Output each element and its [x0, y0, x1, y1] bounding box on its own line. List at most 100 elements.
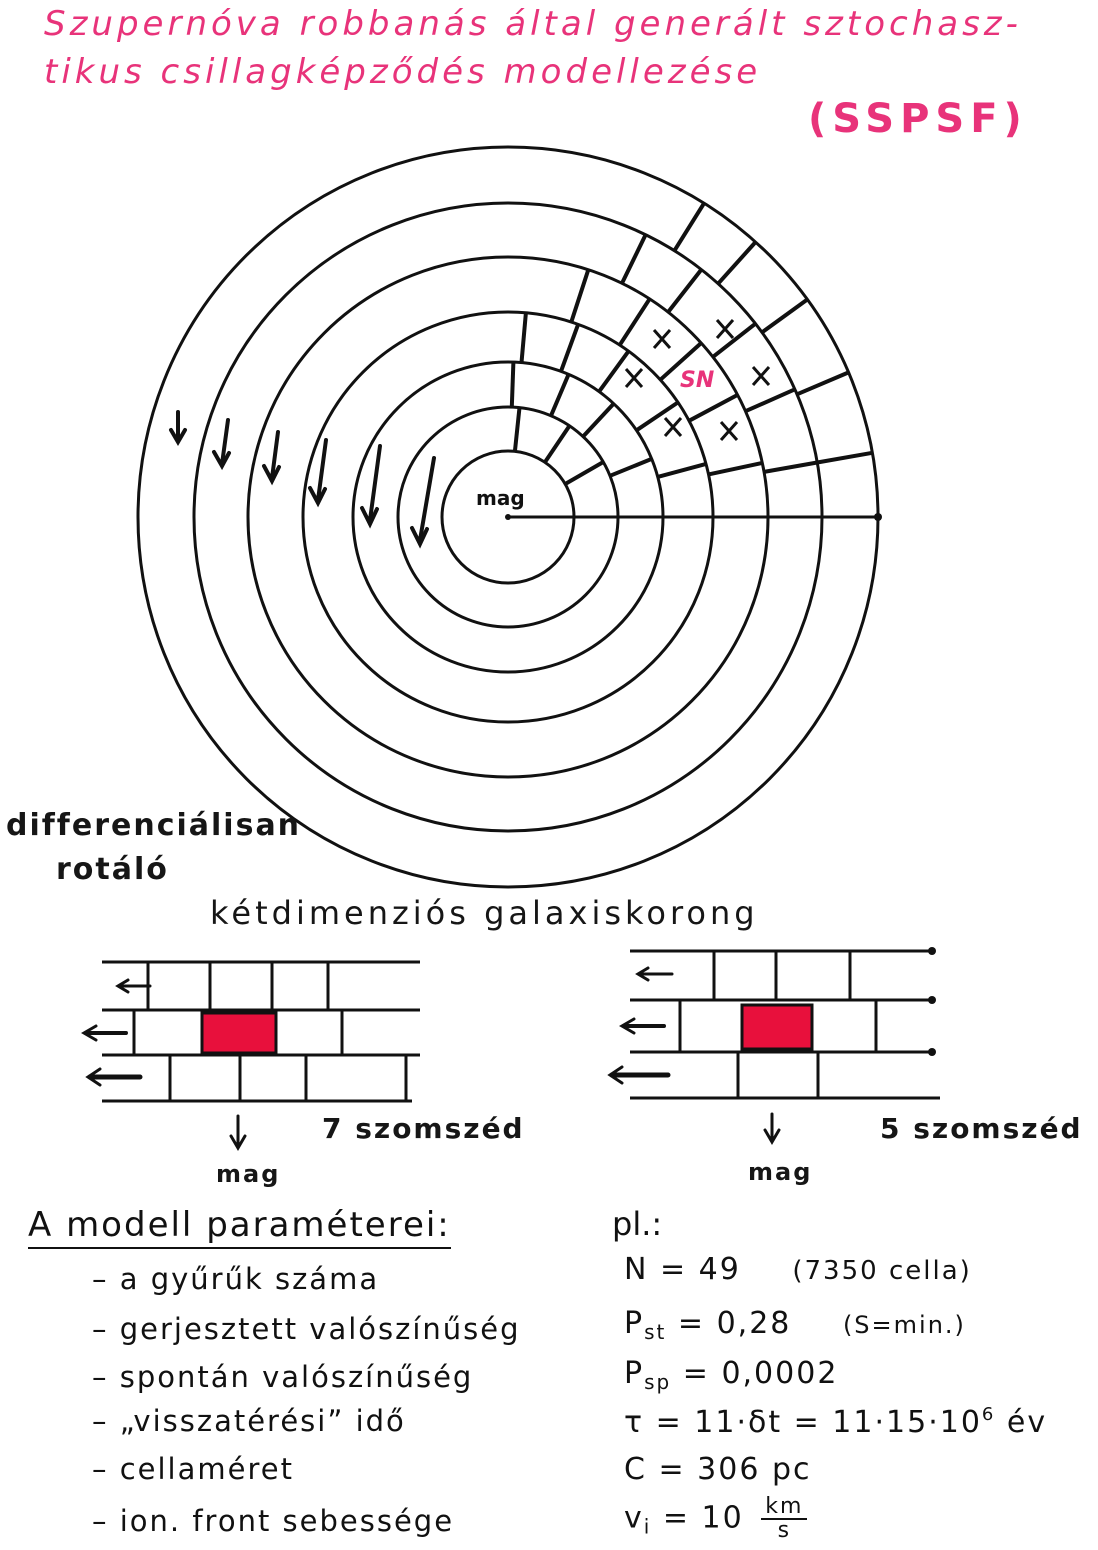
cell-wall — [658, 341, 703, 382]
right-core-label: mag — [748, 1158, 813, 1186]
param-return-time: – „visszatérési” idő — [92, 1404, 406, 1438]
param-excited-probability: – gerjesztett valószínűség — [92, 1312, 521, 1346]
x-mark — [663, 417, 683, 437]
caption-disk: kétdimenziós galaxiskorong — [210, 894, 759, 932]
left-arrow-icon — [85, 1067, 143, 1087]
cell-wall — [597, 350, 631, 393]
cell-wall — [708, 460, 763, 477]
left-arrow-icon — [81, 1024, 128, 1042]
cell-wall — [796, 370, 850, 397]
core-label: mag — [476, 486, 525, 510]
title-line-2: tikus csillagképződés modellezése — [44, 52, 762, 92]
core-dot — [505, 514, 511, 520]
cell-walls — [509, 202, 873, 486]
cell-wall — [549, 373, 571, 417]
rotation-arrow-icon — [169, 410, 187, 446]
x-mark — [715, 319, 735, 339]
highlighted-cell — [200, 1011, 278, 1055]
title-line-1: Szupernóva robbanás által generált sztoc… — [44, 4, 1022, 44]
rotation-arrow-icon — [308, 438, 328, 508]
value-v-symbol: v — [624, 1500, 644, 1536]
flow-arrows-right — [607, 966, 781, 1145]
value-pst-symbol: P — [624, 1306, 645, 1341]
cell-wall — [569, 269, 591, 323]
left-arrow-icon — [115, 978, 152, 994]
value-psp-sub: sp — [644, 1370, 672, 1394]
value-v-sub: i — [643, 1514, 652, 1539]
left-arrow-icon — [607, 1065, 671, 1085]
cell-wall — [635, 400, 680, 432]
value-psp-number: = 0,0002 — [682, 1356, 839, 1391]
value-v-number: = 10 — [662, 1500, 744, 1536]
value-pst-number: = 0,28 — [677, 1306, 792, 1341]
cell-wall — [716, 240, 758, 286]
cell-wall — [559, 323, 580, 372]
value-psp: Psp = 0,0002 — [624, 1356, 838, 1394]
cell-wall — [657, 461, 707, 479]
seven-neighbors-label: 7 szomszéd — [322, 1112, 525, 1145]
down-arrow-icon — [763, 1112, 781, 1145]
value-tau-main: τ = 11·δt = 11·15·10 — [624, 1405, 982, 1440]
cell-wall — [512, 407, 522, 452]
cell-wall — [760, 297, 809, 335]
five-neighbors-label: 5 szomszéd — [880, 1112, 1083, 1145]
param-cell-size: – cellaméret — [92, 1452, 294, 1486]
cell-wall — [711, 322, 757, 359]
param-front-speed: – ion. front sebessége — [92, 1504, 455, 1538]
value-v: vi = 10 km s — [624, 1496, 808, 1543]
value-n: N = 49 (7350 cella) — [624, 1252, 972, 1287]
caption-differential: differenciálisan — [6, 808, 302, 843]
cell-wall — [666, 268, 703, 314]
x-mark — [652, 329, 672, 349]
title-abbreviation: (SSPSF) — [808, 96, 1028, 142]
value-v-unit: km s — [761, 1496, 808, 1543]
cell-wall — [744, 387, 796, 414]
value-n-main: N = 49 — [624, 1252, 741, 1287]
value-pst: Pst = 0,28 (S=min.) — [624, 1306, 966, 1344]
value-v-unit-num: km — [761, 1496, 808, 1520]
left-arrow-icon — [635, 966, 674, 982]
left-arrow-icon — [619, 1017, 666, 1035]
value-c: C = 306 pc — [624, 1452, 812, 1487]
cell-wall — [688, 393, 739, 423]
rotation-arrow-icon — [360, 444, 382, 529]
caption-rotating: rotáló — [56, 852, 169, 887]
left-core-label: mag — [216, 1160, 281, 1188]
cell-wall — [581, 402, 616, 438]
grid-five-neighbors — [630, 949, 940, 1100]
down-arrow-icon — [229, 1114, 247, 1151]
cell-wall — [519, 312, 528, 363]
sn-label: SN — [680, 368, 714, 393]
value-tau: τ = 11·δt = 11·15·106 év — [624, 1404, 1047, 1440]
edge-dot — [874, 513, 882, 521]
x-mark — [719, 421, 739, 441]
value-psp-symbol: P — [624, 1356, 645, 1391]
value-pst-sub: st — [644, 1320, 667, 1344]
value-pst-note: (S=min.) — [842, 1311, 966, 1339]
cell-wall — [618, 297, 652, 347]
value-v-unit-den: s — [777, 1518, 792, 1543]
rotation-arrow-icon — [212, 418, 231, 471]
cell-wall — [564, 460, 605, 486]
value-tau-unit: év — [1006, 1405, 1048, 1440]
flow-arrows-left — [81, 978, 247, 1151]
value-c-main: C = 306 pc — [624, 1452, 812, 1487]
cell-wall — [672, 202, 706, 252]
highlighted-cell — [740, 1003, 814, 1051]
cell-wall — [543, 424, 572, 464]
cell-wall — [620, 233, 648, 285]
x-mark — [624, 368, 644, 388]
value-n-note: (7350 cella) — [792, 1256, 972, 1286]
rotation-arrow-icon — [262, 430, 281, 486]
cell-wall — [509, 362, 516, 408]
parameters-heading: A modell paraméterei: — [28, 1205, 451, 1249]
example-heading: pl.: — [612, 1205, 663, 1243]
param-ring-count: – a gyűrűk száma — [92, 1262, 380, 1296]
x-mark — [751, 366, 771, 386]
rotation-arrow-icon — [410, 456, 436, 549]
value-tau-exponent: 6 — [981, 1404, 996, 1425]
cell-wall — [763, 460, 818, 474]
param-spontaneous-probability: – spontán valószínűség — [92, 1360, 474, 1394]
excited-cell-marks — [624, 319, 771, 441]
